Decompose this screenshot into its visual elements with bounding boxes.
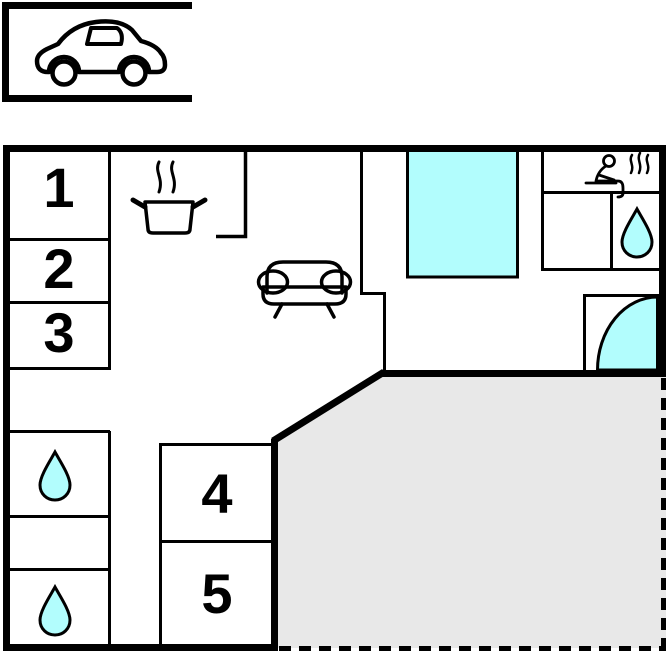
pot-right-handle [190, 197, 208, 210]
water-drop-icon [38, 448, 72, 502]
outer-walls [3, 145, 666, 651]
sofa-left-armrest [256, 269, 290, 295]
steam-line [156, 160, 162, 194]
wall-kitchen-partial [216, 150, 248, 239]
wall-diagonal [271, 369, 386, 444]
shower-quarter-circle [595, 295, 659, 372]
carport-walls [2, 2, 192, 102]
room-2-label: 2 [43, 237, 74, 300]
room-1-label: 1 [43, 156, 74, 219]
water-drop-icon [38, 583, 72, 637]
sauna-person-body [594, 164, 625, 199]
carport [2, 2, 192, 102]
terrace-area [274, 374, 666, 648]
terrace [274, 374, 666, 651]
sauna-steam-line [629, 153, 634, 175]
room-5-label: 5 [201, 562, 232, 625]
sofa-seat [261, 285, 348, 306]
sauna-steam-line [637, 151, 642, 175]
car-window [85, 26, 124, 46]
car-rear-wheel [50, 59, 78, 87]
sauna-person-head [602, 154, 616, 168]
sauna-icon [584, 151, 650, 199]
sofa-icon [256, 260, 353, 319]
pot-body [143, 200, 195, 235]
car-icon [34, 19, 168, 87]
sauna-person-arm [597, 173, 616, 182]
wall-living-bedroom [360, 150, 386, 371]
sauna-steam-line [645, 153, 650, 175]
steam-line [170, 160, 176, 194]
car-body [34, 19, 168, 75]
room-4-label: 4 [201, 462, 232, 525]
bed [406, 148, 519, 279]
water-drop-icon [620, 205, 654, 259]
water-drops [38, 205, 654, 637]
room-3-label: 3 [43, 301, 74, 364]
sofa-right-armrest [319, 269, 353, 295]
car-front-wheel [120, 59, 148, 87]
sofa-right-leg [325, 302, 336, 319]
sofa-left-leg [273, 302, 284, 319]
room-labels: 1 2 3 4 5 [43, 156, 232, 625]
pot-left-handle [130, 197, 148, 210]
cooking-pot-icon [130, 160, 208, 235]
interior-walls [8, 150, 663, 649]
